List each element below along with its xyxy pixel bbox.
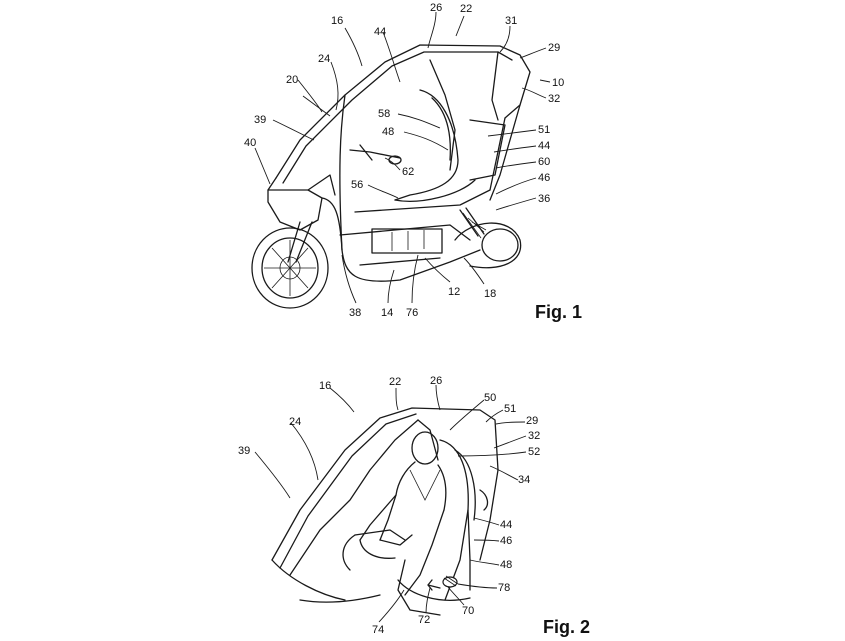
fig1-label: 16 — [331, 15, 343, 27]
figure-2-caption: Fig. 2 — [543, 617, 590, 637]
figure-2-leader-lines — [254, 384, 527, 623]
fig1-label: 40 — [244, 137, 256, 149]
fig1-label: 60 — [538, 156, 550, 168]
fig1-label: 10 — [552, 77, 564, 89]
fig1-label: 29 — [548, 42, 560, 54]
figure-1-leader-lines — [254, 11, 551, 304]
rear-wheel — [454, 222, 522, 269]
fig2-label: 39 — [238, 445, 250, 457]
fig2-label: 78 — [498, 582, 510, 594]
fig2-label: 16 — [319, 380, 331, 392]
fig2-label: 32 — [528, 430, 540, 442]
figure-2-drawing: 16 22 26 50 51 29 32 24 52 39 34 44 46 4… — [238, 375, 590, 637]
seat — [394, 89, 506, 202]
front-wheel — [251, 221, 329, 309]
fig1-label: 24 — [318, 53, 330, 65]
fig2-label: 70 — [462, 605, 474, 617]
figure-1-caption: Fig. 1 — [535, 302, 582, 322]
fig1-label: 12 — [448, 286, 460, 298]
fig2-label: 52 — [528, 446, 540, 458]
fig1-label: 38 — [349, 307, 361, 319]
handlebar — [349, 144, 402, 165]
fig1-label: 39 — [254, 114, 266, 126]
fig1-label: 58 — [378, 108, 390, 120]
fig2-label: 22 — [389, 376, 401, 388]
canopy-frame — [267, 44, 531, 251]
fig1-label: 20 — [286, 74, 298, 86]
fig2-label: 24 — [289, 416, 301, 428]
fig1-label: 76 — [406, 307, 418, 319]
canopy-interior — [271, 407, 499, 603]
fig2-label: 48 — [500, 559, 512, 571]
vehicle-body — [267, 189, 491, 282]
fig1-label: 56 — [351, 179, 363, 191]
fig2-label: 44 — [500, 519, 512, 531]
fig1-label: 51 — [538, 124, 550, 136]
fig1-label: 44 — [538, 140, 550, 152]
fig1-label: 62 — [402, 166, 414, 178]
fig1-label: 22 — [460, 3, 472, 15]
fig1-label: 18 — [484, 288, 496, 300]
steering — [342, 529, 406, 571]
figure-2-labels: 16 22 26 50 51 29 32 24 52 39 34 44 46 4… — [238, 375, 540, 636]
figure-1-drawing: 16 26 22 31 29 10 44 24 32 20 58 51 39 4… — [244, 2, 582, 322]
fig2-label: 26 — [430, 375, 442, 387]
occupant — [359, 431, 447, 596]
fig1-label: 48 — [382, 126, 394, 138]
fig2-label: 46 — [500, 535, 512, 547]
fig2-label: 74 — [372, 624, 384, 636]
fig2-label: 29 — [526, 415, 538, 427]
seat-interior — [397, 439, 489, 616]
fig2-label: 34 — [518, 474, 530, 486]
fig1-label: 26 — [430, 2, 442, 14]
fig1-label: 36 — [538, 193, 550, 205]
fig1-label: 46 — [538, 172, 550, 184]
fig2-label: 72 — [418, 614, 430, 626]
fig1-label: 14 — [381, 307, 393, 319]
fig1-label: 44 — [374, 26, 386, 38]
fig1-label: 32 — [548, 93, 560, 105]
figure-1-labels: 16 26 22 31 29 10 44 24 32 20 58 51 39 4… — [244, 2, 564, 319]
fig2-label: 51 — [504, 403, 516, 415]
fig2-label: 50 — [484, 392, 496, 404]
fig1-label: 31 — [505, 15, 517, 27]
